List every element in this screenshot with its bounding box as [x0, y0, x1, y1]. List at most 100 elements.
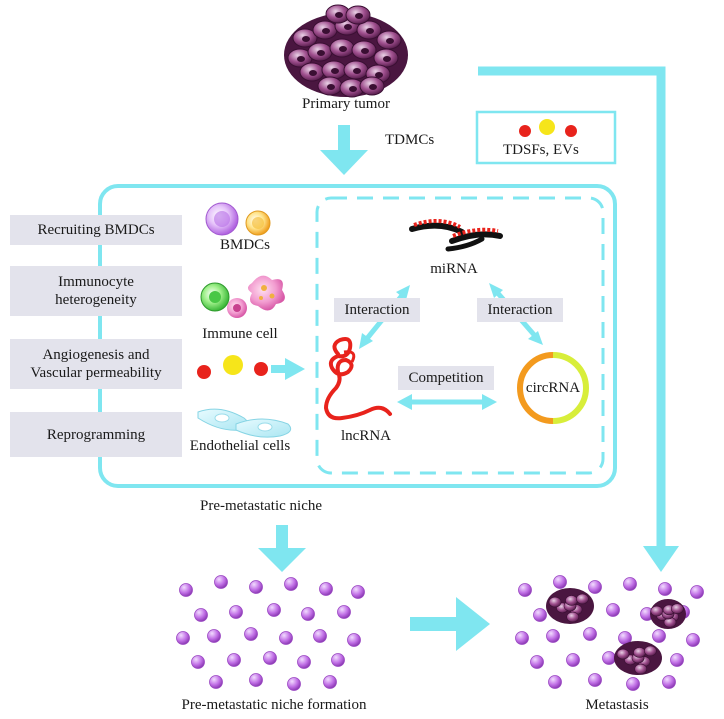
purple-cell [284, 577, 298, 591]
purple-cell [626, 677, 640, 691]
immunocyte-label-line1: Immunocyte [58, 274, 134, 290]
tumor-cell-nucleus [297, 56, 305, 62]
metastatic-tumor-cell [565, 595, 578, 606]
purple-cell [515, 631, 529, 645]
purple-cell [553, 575, 567, 589]
purple-cell [179, 583, 193, 597]
pmn-formation-label: Pre-metastatic niche formation [181, 697, 367, 713]
pre-metastatic-niche-label: Pre-metastatic niche [199, 498, 323, 514]
purple-cell [249, 580, 263, 594]
immunocyte-label-line2: heterogeneity [55, 292, 137, 308]
purple-cell [207, 629, 221, 643]
tumor-cell-nucleus [361, 48, 369, 54]
arrow-factors-to-lncrna [271, 358, 305, 380]
purple-cell [313, 629, 327, 643]
metastatic-tumor-cell [644, 645, 657, 657]
purple-cell [176, 631, 190, 645]
pre-metastatic-niche-frame [98, 184, 617, 488]
metastatic-tumor-cell [616, 648, 630, 660]
tumor-cell-nucleus [366, 28, 374, 34]
arrow-competition [397, 394, 497, 410]
angiogenesis-label-line1: Angiogenesis and [42, 347, 150, 363]
tumor-cell-nucleus [383, 56, 391, 62]
purple-cell [331, 653, 345, 667]
purple-cell [297, 655, 311, 669]
metastatic-tumor-cell [566, 611, 580, 623]
primary-tumor-label: Primary tumor [302, 96, 390, 112]
purple-cell [347, 633, 361, 647]
purple-cell [518, 583, 532, 597]
angiogenesis-label-line2: Vascular permeability [30, 365, 162, 381]
tdsfs-evs-label: TDSFs, EVs [503, 142, 579, 158]
interaction-left-box: Interaction [334, 298, 420, 322]
reprogramming-label: Reprogramming [46, 426, 146, 443]
purple-cell [623, 577, 637, 591]
circrna-icon [517, 352, 589, 424]
tumor-cell-nucleus [317, 50, 325, 56]
purple-cell [267, 603, 281, 617]
recruiting-bmdcs-label: Recruiting BMDCs [37, 222, 155, 238]
metastatic-tumor-cell [548, 596, 562, 608]
purple-cell [606, 603, 620, 617]
arrow-formation-to-metastasis [410, 597, 490, 651]
purple-cell [191, 655, 205, 669]
endothelial-cells-label: Endothelial cells [189, 438, 291, 454]
purple-cell [588, 673, 602, 687]
recruiting-bmdcs-box: Recruiting BMDCs [10, 215, 182, 245]
purple-cell [662, 675, 676, 689]
purple-cell [546, 629, 560, 643]
metastatic-tumor-cell [576, 593, 589, 605]
purple-cell [301, 607, 315, 621]
purple-cell [530, 655, 544, 669]
purple-cell [229, 605, 243, 619]
tumor-cell-nucleus [369, 84, 377, 90]
tumor-cell-nucleus [375, 72, 383, 78]
tumor-cell-nucleus [349, 86, 357, 92]
tumor-cell-nucleus [355, 13, 363, 19]
purple-cell [602, 651, 616, 665]
purple-cell [351, 585, 365, 599]
purple-cell [548, 675, 562, 689]
interaction-right-label: Interaction [487, 302, 553, 318]
metastasis-cell-field [515, 575, 704, 691]
purple-cell [249, 673, 263, 687]
lncrna-icon [323, 337, 392, 421]
tumor-cell-nucleus [309, 70, 317, 76]
metastatic-tumor-cell [634, 663, 648, 675]
primary-tumor-icon [284, 4, 408, 98]
metastasis-label: Metastasis [585, 697, 649, 713]
tumor-cell-nucleus [335, 12, 343, 18]
purple-cell [533, 608, 547, 622]
tumor-cell-nucleus [327, 84, 335, 90]
purple-cell [244, 627, 258, 641]
bmdcs-icon [205, 202, 271, 236]
immune-cell-icon [200, 275, 285, 318]
tumor-cell-nucleus [339, 46, 347, 52]
purple-cell [337, 605, 351, 619]
purple-cell [652, 629, 666, 643]
interaction-right-box: Interaction [477, 298, 563, 322]
tumor-cell-nucleus [302, 36, 310, 42]
purple-cell [287, 677, 301, 691]
tumor-cell-nucleus [386, 38, 394, 44]
arrow-niche-down [258, 525, 306, 572]
factors-dots-icon [197, 355, 268, 379]
purple-cell [194, 608, 208, 622]
tumor-cell-nucleus [331, 68, 339, 74]
purple-cell [279, 631, 293, 645]
arrow-tumor-to-metastasis [478, 66, 679, 572]
metastatic-tumor-icons [546, 588, 686, 675]
purple-cell [686, 633, 700, 647]
ncrna-dashed-frame [315, 196, 605, 475]
metastatic-tumor-cell [671, 603, 684, 614]
immune-cell-label: Immune cell [202, 326, 278, 342]
lncrna-label: lncRNA [341, 428, 391, 444]
angiogenesis-box: Angiogenesis and Vascular permeability [10, 339, 182, 389]
purple-cell [227, 653, 241, 667]
purple-cell [319, 582, 333, 596]
purple-cell [209, 675, 223, 689]
purple-cell [566, 653, 580, 667]
metastatic-tumor-cell [633, 647, 646, 658]
purple-cell [658, 582, 672, 596]
